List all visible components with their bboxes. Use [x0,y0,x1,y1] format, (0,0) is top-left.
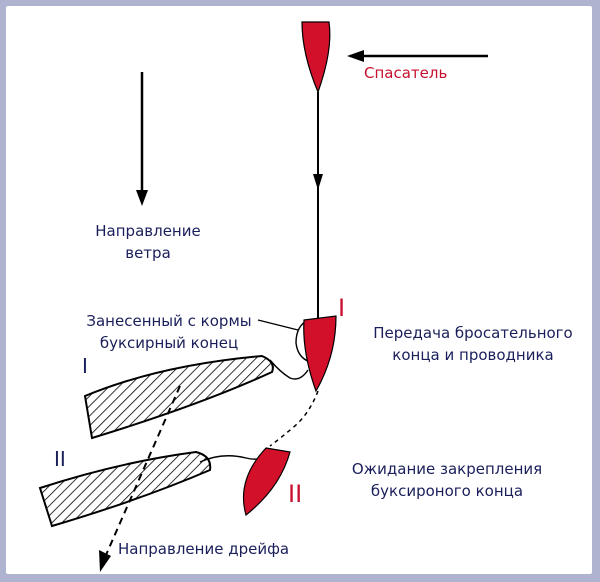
tow-line-pointer [257,319,299,331]
tow-line-loop [295,319,315,364]
tow-line-stage1 [269,359,309,380]
tow-line-line2: буксирный конец [99,334,239,352]
stage2-line1: Ожидание закрепления [351,460,543,478]
disabled-boat-stage1 [83,354,274,440]
tow-line-line1: Занесенный с кормы [86,312,252,330]
stage2-label: Ожидание закрепления буксироного конца [332,458,562,502]
rescuer-stage2-numeral: II [288,480,303,508]
rescuer-path-line [313,92,323,318]
disabled-boat-stage2 [38,450,212,528]
boat-stage2-numeral: II [54,447,66,471]
wind-direction-label: Направление ветра [86,220,210,264]
rescuer-boat-stage1 [303,315,337,393]
stage1-line1: Передача бросательного [373,324,573,342]
tow-line-label: Занесенный с кормы буксирный конец [74,310,264,354]
wind-direction-line1: Направление [95,222,201,240]
wind-direction-line2: ветра [125,244,171,262]
dashed-transition-line [269,390,319,447]
stage1-label: Передача бросательного конца и проводник… [358,322,588,366]
rescuer-boat-top [301,21,331,94]
rescuer-approach-arrow [347,50,488,62]
boat-stage1-numeral: I [82,354,88,378]
rescuer-stage1-numeral: I [338,294,346,322]
drift-direction-label: Направление дрейфа [118,540,290,558]
stage1-line2: конца и проводника [392,346,554,364]
stage2-line2: буксироного конца [370,482,524,500]
drift-direction-arrow [99,385,181,572]
wind-direction-arrow [136,72,148,206]
rescuer-boat-stage2 [242,447,291,517]
rescuer-label: Спасатель [364,64,448,82]
